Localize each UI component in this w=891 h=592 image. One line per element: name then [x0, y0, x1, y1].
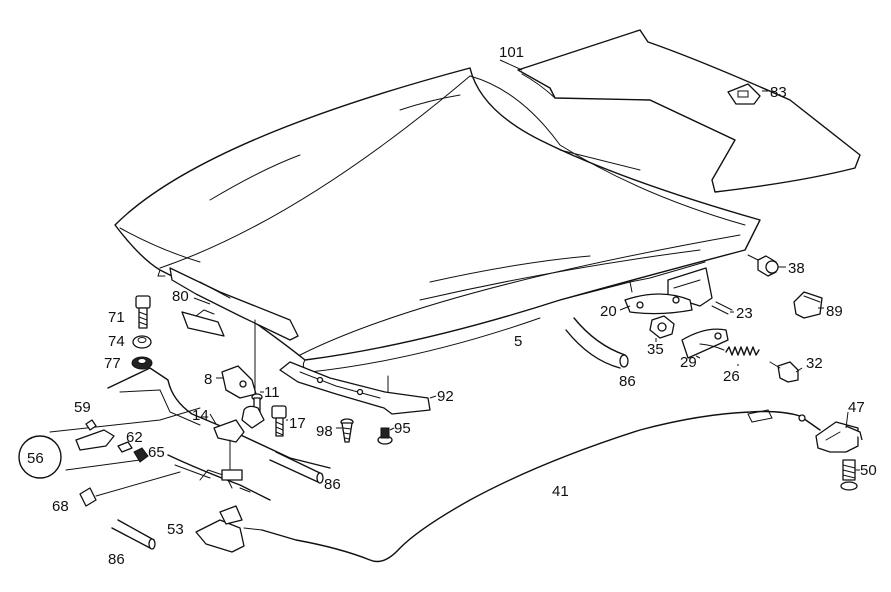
- label-71: 71: [108, 309, 125, 326]
- label-11: 11: [264, 384, 280, 401]
- label-101: 101: [499, 44, 524, 61]
- label-50: 50: [860, 462, 877, 479]
- hinge-plate: [279, 361, 431, 415]
- bolt-71: [135, 295, 151, 329]
- callout-labels: 101 83 38 89 23 20 35 29 26 32 5 86 86 8…: [27, 44, 877, 568]
- washer-74: [132, 335, 152, 349]
- leader-lines: [193, 59, 860, 471]
- latch-47: [815, 421, 863, 453]
- rod-86-center: [269, 451, 324, 484]
- label-20: 20: [600, 303, 617, 320]
- label-29: 29: [680, 354, 697, 371]
- clip-83: [727, 83, 761, 105]
- label-26: 26: [723, 368, 740, 385]
- bolt-50: [840, 459, 858, 491]
- bolt-38: [747, 254, 779, 277]
- insulation-mat: [517, 29, 861, 193]
- label-23: 23: [736, 305, 753, 322]
- clip-95: [377, 427, 393, 445]
- label-74: 74: [108, 333, 125, 350]
- label-95: 95: [394, 420, 411, 437]
- label-53: 53: [167, 521, 184, 538]
- label-35: 35: [647, 341, 664, 358]
- support-frame: [107, 367, 331, 501]
- bolt-11: [251, 393, 263, 415]
- hinge-assembly: [624, 267, 713, 315]
- label-80: 80: [172, 288, 189, 305]
- label-86-center: 86: [324, 476, 341, 493]
- label-83: 83: [770, 84, 787, 101]
- cap-32: [769, 361, 799, 383]
- clip-89: [793, 291, 823, 319]
- label-56: 56: [27, 450, 44, 467]
- lever-29: [681, 328, 729, 359]
- label-32: 32: [806, 355, 823, 372]
- nut-77: [131, 356, 153, 370]
- label-92: 92: [437, 388, 454, 405]
- label-86-right: 86: [619, 373, 636, 390]
- bolt-17: [271, 405, 287, 437]
- label-77: 77: [104, 355, 121, 372]
- label-47: 47: [848, 399, 865, 416]
- clip-14: [213, 405, 265, 443]
- label-65: 65: [148, 444, 165, 461]
- label-41: 41: [552, 483, 569, 500]
- clip-68: [79, 471, 181, 507]
- spring-26: [699, 343, 760, 356]
- label-68: 68: [52, 498, 69, 515]
- nut-35: [649, 315, 675, 339]
- rod-86-left: [111, 519, 156, 550]
- pin-23: [711, 301, 733, 315]
- bracket-8: [221, 365, 257, 399]
- label-59: 59: [74, 399, 91, 416]
- rod-86-right: [565, 317, 629, 369]
- label-circle-56: [18, 435, 62, 479]
- label-86-left: 86: [108, 551, 125, 568]
- front-reinforcement: [169, 267, 299, 341]
- label-89: 89: [826, 303, 843, 320]
- label-17: 17: [289, 415, 306, 432]
- label-62: 62: [126, 429, 143, 446]
- label-14: 14: [192, 407, 209, 424]
- label-8: 8: [204, 371, 212, 388]
- label-38: 38: [788, 260, 805, 277]
- release-handle: [195, 505, 263, 553]
- release-cable: [261, 409, 821, 563]
- label-5: 5: [514, 333, 522, 350]
- screw-98: [340, 418, 354, 443]
- label-98: 98: [316, 423, 333, 440]
- hinge-kit-56: [49, 407, 201, 471]
